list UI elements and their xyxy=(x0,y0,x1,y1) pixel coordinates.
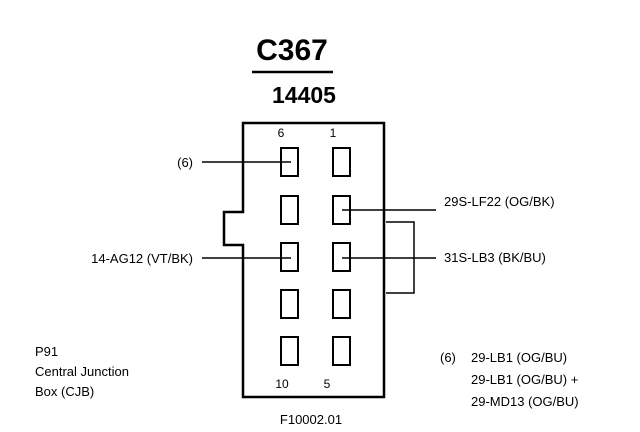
note-line1: 29-LB1 (OG/BU) xyxy=(471,350,567,365)
jumper-bracket xyxy=(386,221,415,294)
pin-number-bottom-left: 10 xyxy=(275,377,289,391)
terminal-9 xyxy=(280,289,299,319)
location-line3: Box (CJB) xyxy=(35,384,94,399)
terminal-7 xyxy=(280,195,299,225)
connector-id: C367 xyxy=(256,34,328,67)
wire-pin6-label: (6) xyxy=(177,155,193,170)
part-number: 14405 xyxy=(272,82,336,108)
wire-right-lower-label: 31S-LB3 (BK/BU) xyxy=(444,250,546,265)
connector-housing xyxy=(222,121,386,399)
location-line2: Central Junction xyxy=(35,364,129,379)
note-line3: 29-MD13 (OG/BU) xyxy=(471,394,579,409)
terminal-4 xyxy=(332,289,351,319)
terminal-8 xyxy=(280,242,299,272)
terminal-10 xyxy=(280,336,299,366)
figure-id: F10002.01 xyxy=(280,412,342,427)
pin-number-top-left: 6 xyxy=(278,126,285,140)
note-marker: (6) xyxy=(440,350,456,365)
location-line1: P91 xyxy=(35,344,58,359)
pin-number-top-right: 1 xyxy=(330,126,337,140)
wire-left-label: 14-AG12 (VT/BK) xyxy=(91,251,193,266)
terminal-5 xyxy=(332,336,351,366)
terminal-3 xyxy=(332,242,351,272)
pin-number-bottom-right: 5 xyxy=(324,377,331,391)
terminal-1 xyxy=(332,147,351,177)
note-line2: 29-LB1 (OG/BU) + xyxy=(471,372,578,387)
wire-right-upper-label: 29S-LF22 (OG/BK) xyxy=(444,194,555,209)
